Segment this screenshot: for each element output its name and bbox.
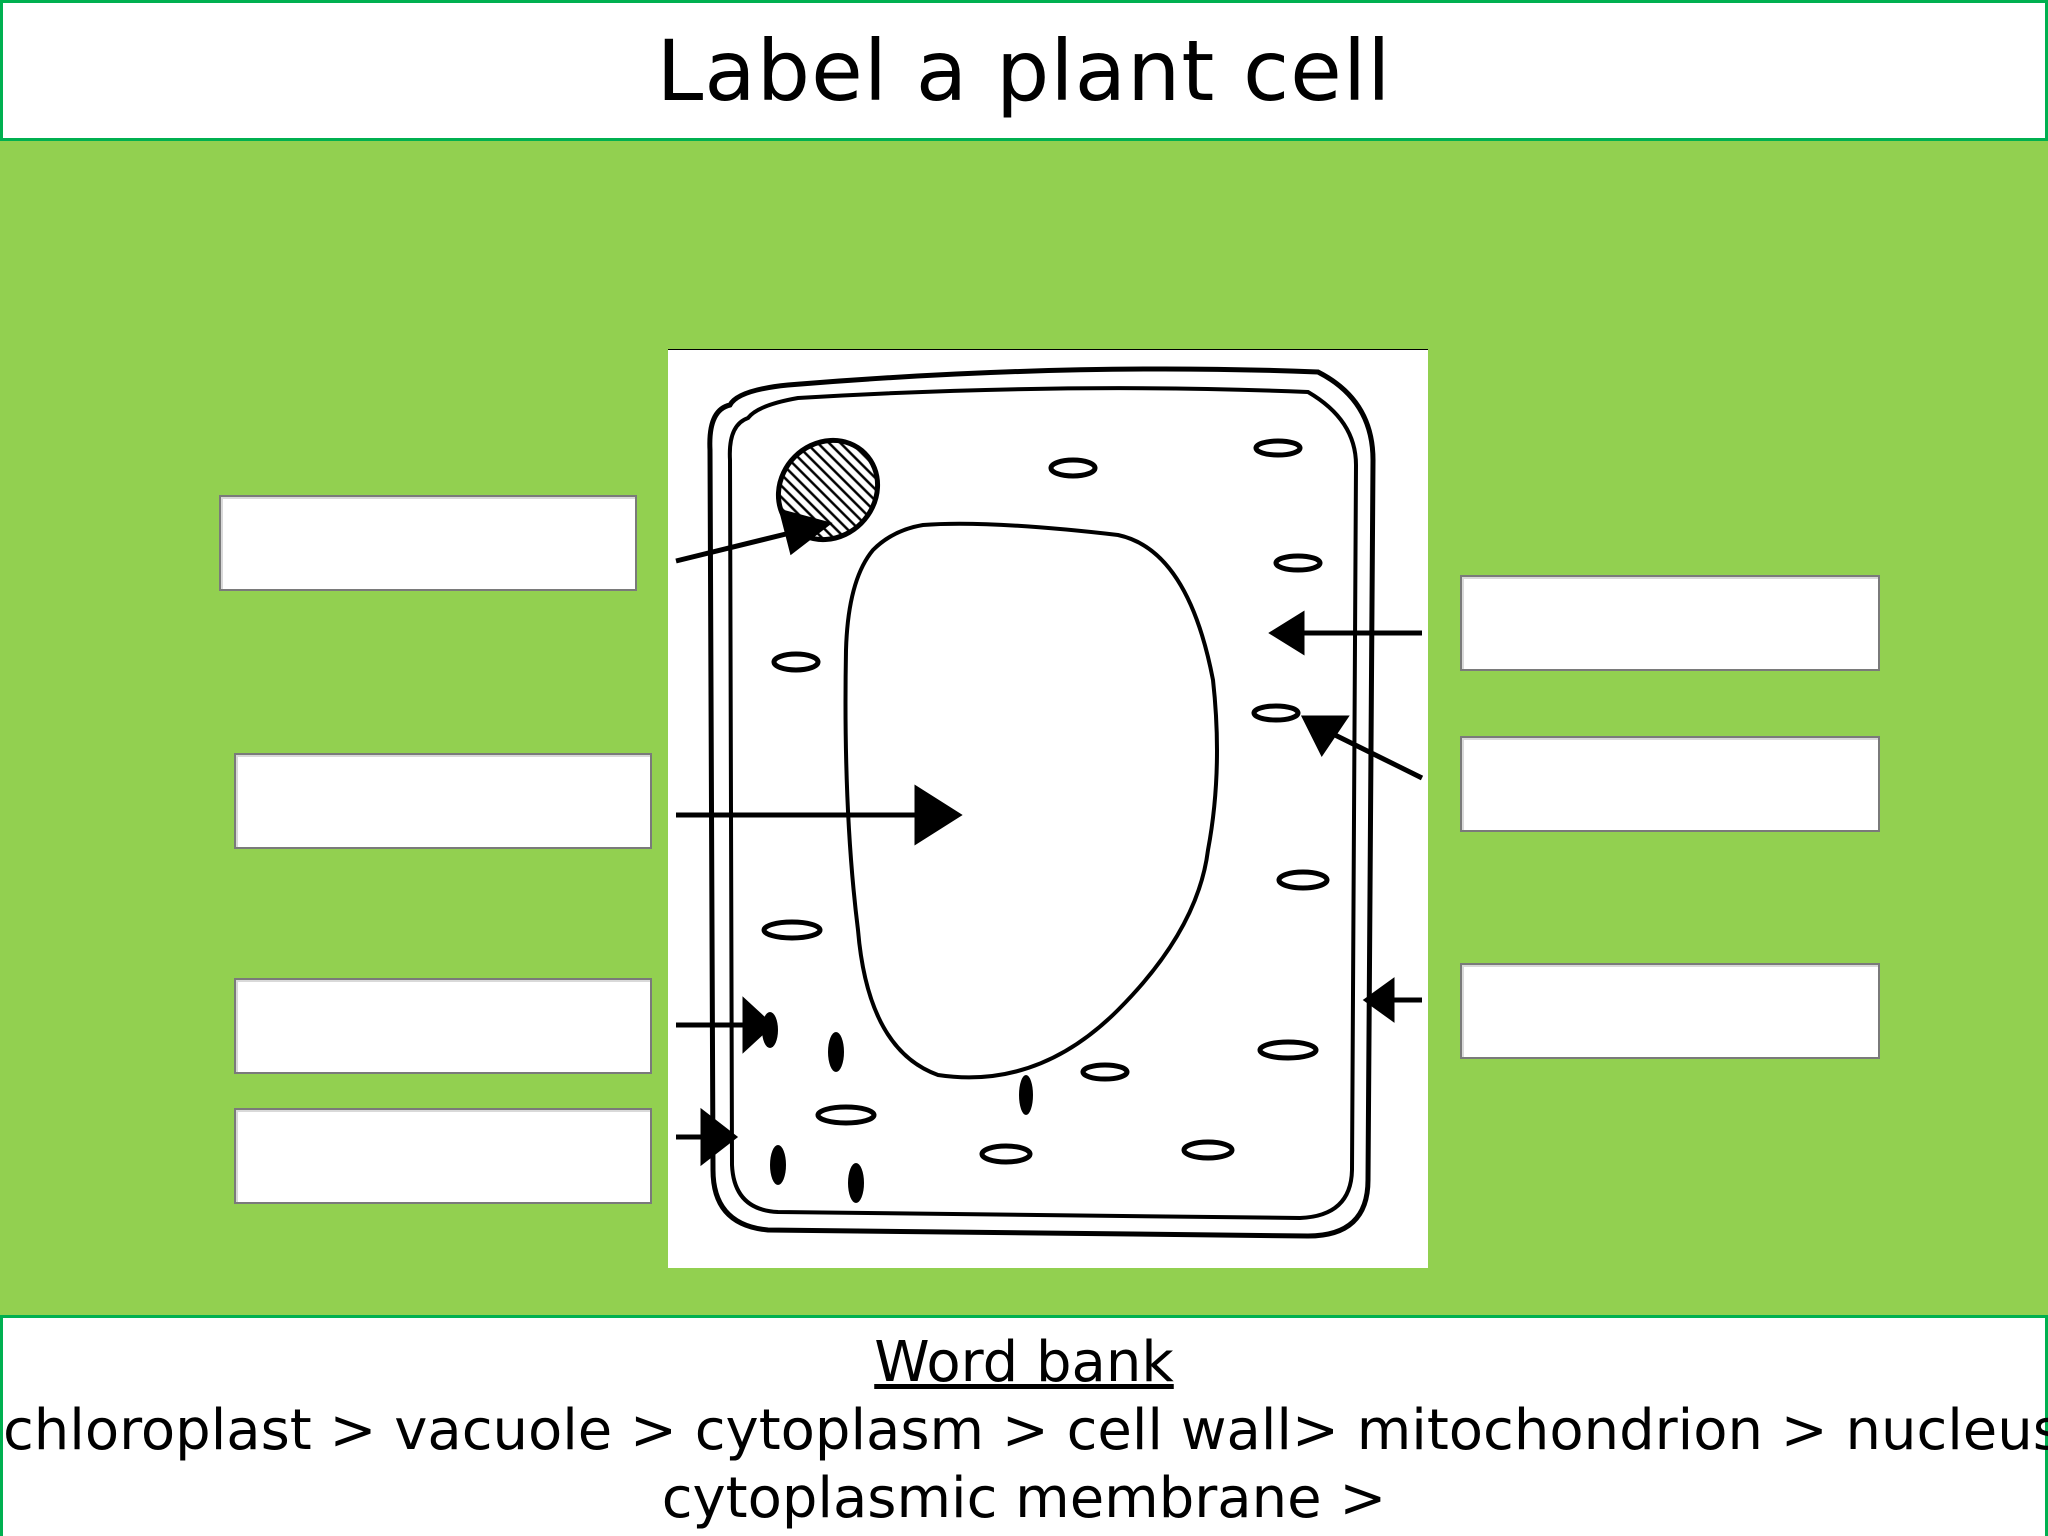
chloroplast-shape [1253,438,1303,458]
word-bank-terms-line-2: cytoplasmic membrane > [661,1466,1387,1531]
mitochondrion-shape [1019,1075,1033,1115]
vacuole-outline [843,521,1219,1080]
chloroplast-shape [1181,1139,1235,1161]
word-bank-terms-line-1: chloroplast > vacuole > cytoplasm > cell… [3,1398,2048,1463]
cell-membrane-outline [727,386,1359,1221]
arrow-line [675,530,791,564]
label-box-7[interactable] [1460,963,1880,1059]
word-bank-heading: Word bank [874,1330,1174,1395]
chloroplast-shape [1257,1039,1319,1061]
page-title: Label a plant cell [656,21,1392,120]
chloroplast-shape [815,1104,877,1126]
chloroplast-shape [1273,553,1323,573]
mitochondrion-shape [828,1032,844,1072]
label-box-3[interactable] [234,978,652,1074]
mitochondrion-shape [848,1163,864,1203]
arrow-head [778,508,833,556]
chloroplast-shape [1080,1062,1130,1082]
chloroplast-shape [1048,457,1098,479]
plant-cell-diagram [668,350,1428,1268]
label-box-1[interactable] [219,495,637,591]
arrow-head [1300,715,1350,757]
arrow-head [914,784,963,846]
label-box-2[interactable] [234,753,652,849]
chloroplast-shape [761,919,823,941]
title-bar: Label a plant cell [0,0,2048,141]
arrow-head [700,1107,739,1167]
arrow-head [742,996,774,1054]
arrow-head [1268,610,1305,656]
label-box-5[interactable] [1460,575,1880,671]
cell-wall-outline [707,366,1376,1239]
mitochondrion-shape [770,1145,786,1185]
chloroplast-shape [979,1143,1033,1165]
label-box-4[interactable] [234,1108,652,1204]
label-box-6[interactable] [1460,736,1880,832]
plant-cell-drawing [707,366,1376,1239]
arrow-head [1362,977,1395,1023]
chloroplast-shape [771,651,821,673]
chloroplast-shape [1251,703,1301,723]
word-bank: Word bank chloroplast > vacuole > cytopl… [0,1315,2048,1536]
arrow-line [1333,732,1424,781]
chloroplast-shape [1276,869,1330,891]
